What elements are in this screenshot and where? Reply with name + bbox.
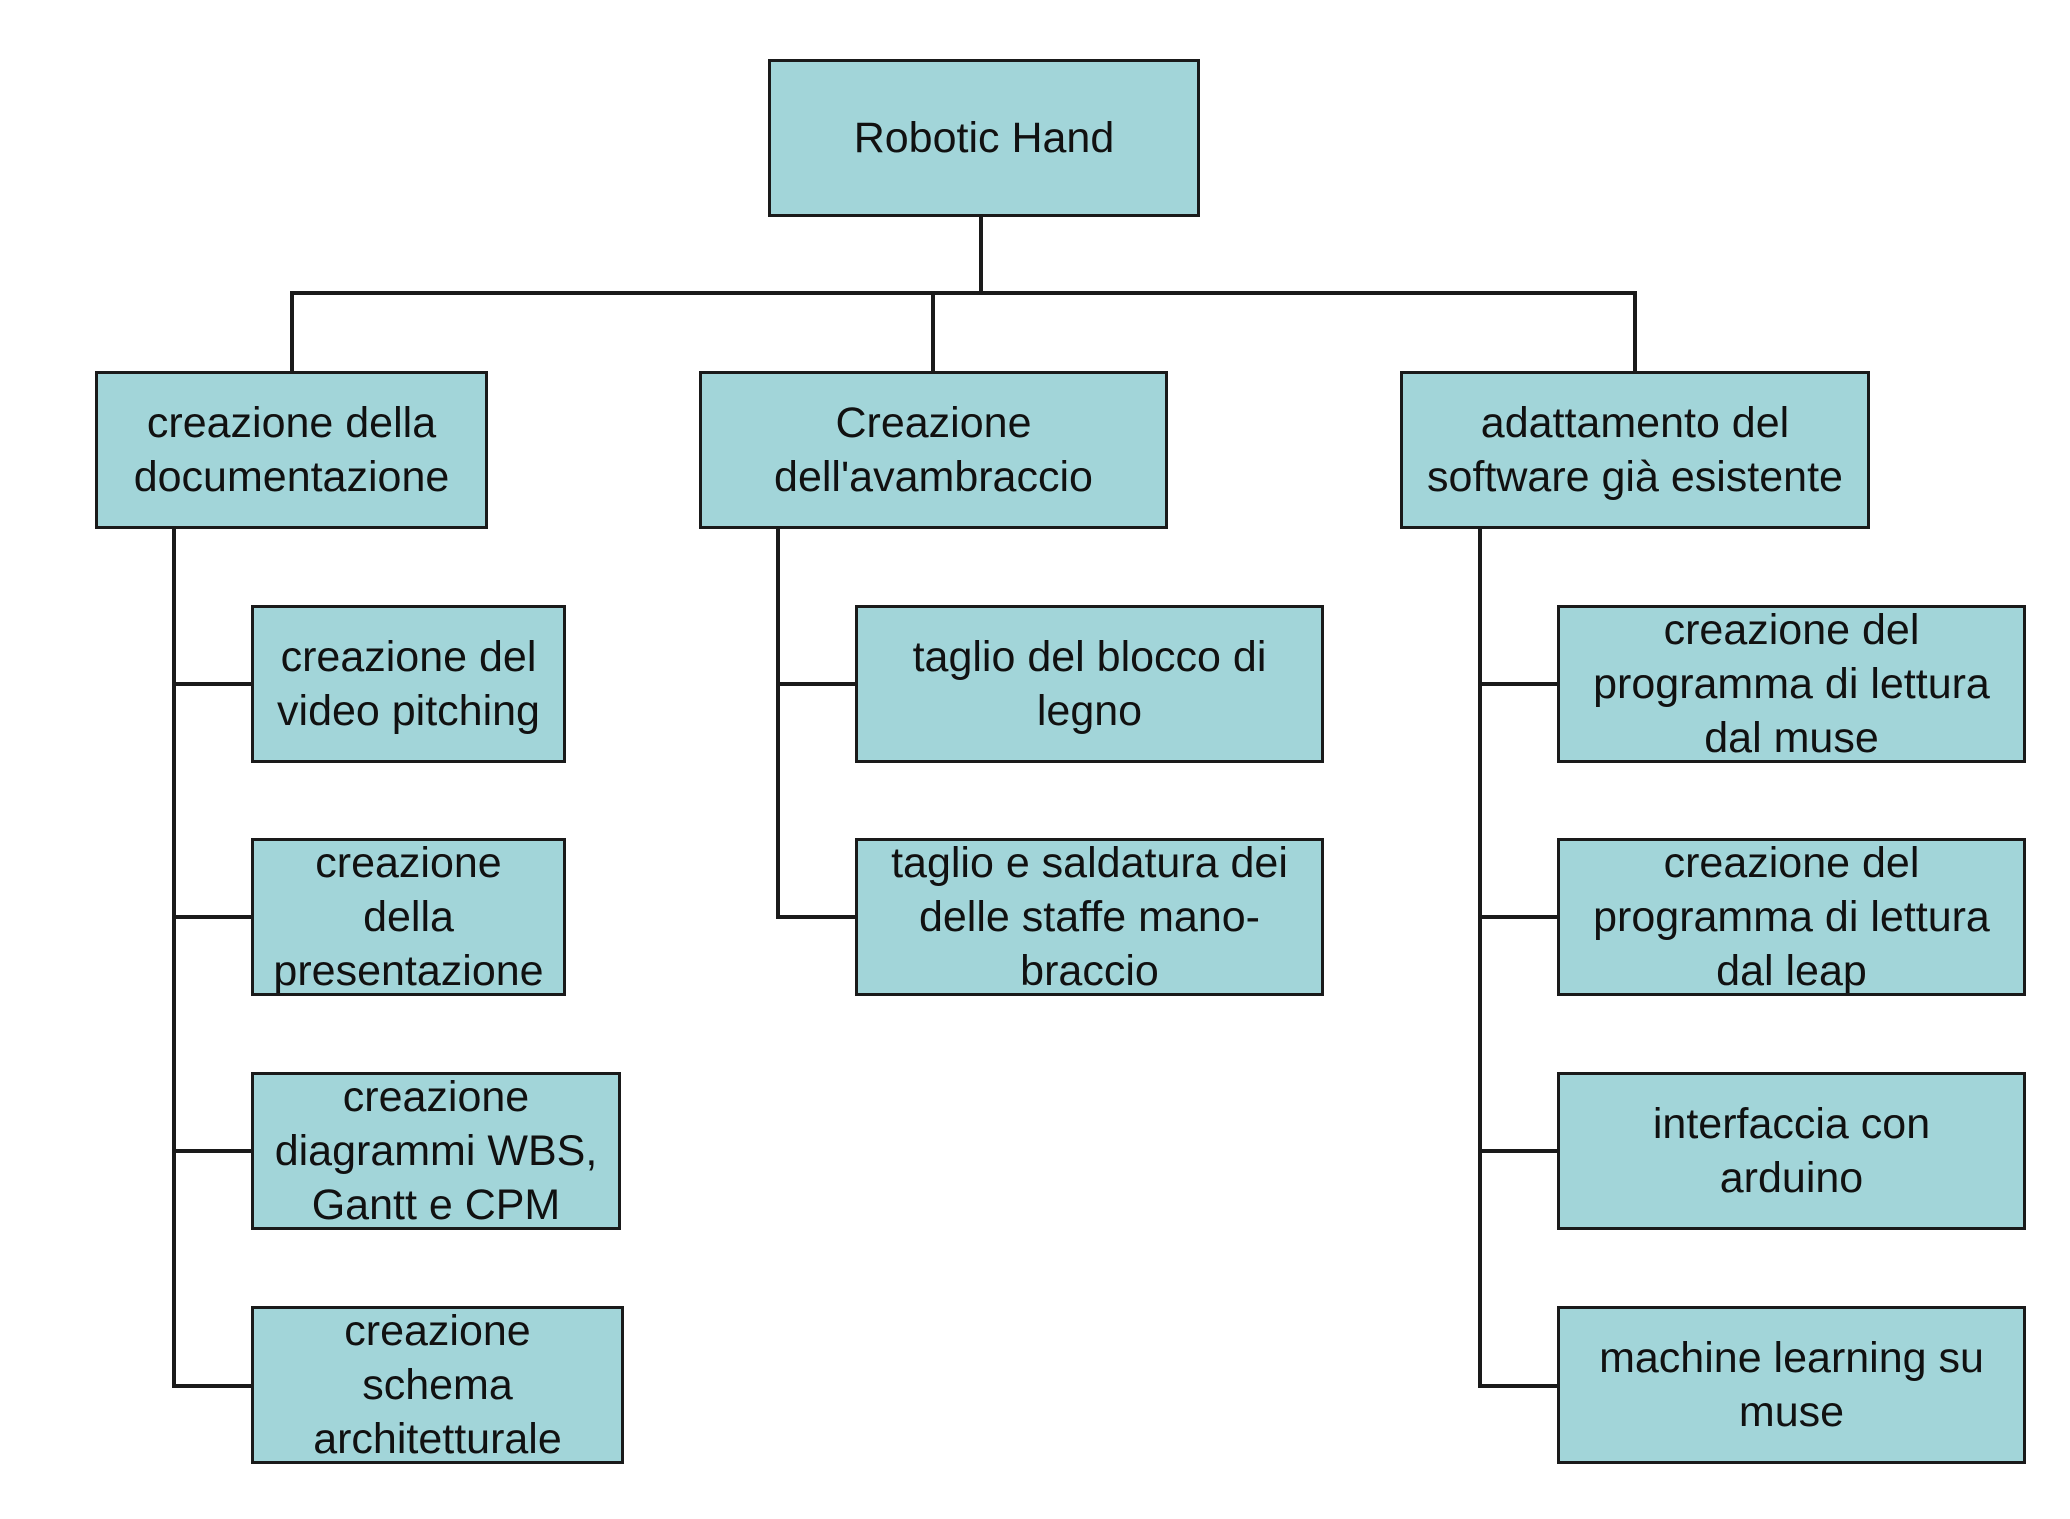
task-node-presentazione: creazione della presentazione	[251, 838, 566, 996]
connector-top-horizontal	[290, 291, 1637, 295]
connector-child-1-1	[172, 682, 252, 686]
branch-node-documentazione: creazione della documentazione	[95, 371, 488, 529]
connector-child-1-2	[172, 915, 252, 919]
task-node-taglio-blocco: taglio del blocco di legno	[855, 605, 1324, 763]
task-node-arduino: interfaccia con arduino	[1557, 1072, 2026, 1230]
connector-child-3-1	[1478, 682, 1558, 686]
task-node-diagrammi: creazione diagrammi WBS, Gantt e CPM	[251, 1072, 621, 1230]
task-node-taglio-saldatura: taglio e saldatura dei delle staffe mano…	[855, 838, 1324, 996]
connector-branch-3-up	[1633, 291, 1637, 373]
task-node-machine-learning: machine learning su muse	[1557, 1306, 2026, 1464]
connector-branch-1-up	[290, 291, 294, 373]
task-node-lettura-leap: creazione del programma di lettura dal l…	[1557, 838, 2026, 996]
root-node: Robotic Hand	[768, 59, 1200, 217]
connector-child-3-3	[1478, 1149, 1558, 1153]
connector-child-3-4	[1478, 1384, 1558, 1388]
connector-branch-2-spine	[776, 526, 780, 919]
connector-child-2-1	[776, 682, 856, 686]
branch-node-software: adattamento del software già esistente	[1400, 371, 1870, 529]
connector-branch-2-up	[931, 291, 935, 373]
branch-node-avambraccio: Creazione dell'avambraccio	[699, 371, 1168, 529]
connector-child-2-2	[776, 915, 856, 919]
connector-branch-3-spine	[1478, 526, 1482, 1388]
task-node-schema: creazione schema architetturale	[251, 1306, 624, 1464]
task-node-lettura-muse: creazione del programma di lettura dal m…	[1557, 605, 2026, 763]
connector-child-1-4	[172, 1384, 252, 1388]
connector-root-down	[979, 216, 983, 292]
connector-child-1-3	[172, 1149, 252, 1153]
connector-branch-1-spine	[172, 526, 176, 1388]
connector-child-3-2	[1478, 915, 1558, 919]
task-node-video-pitching: creazione del video pitching	[251, 605, 566, 763]
